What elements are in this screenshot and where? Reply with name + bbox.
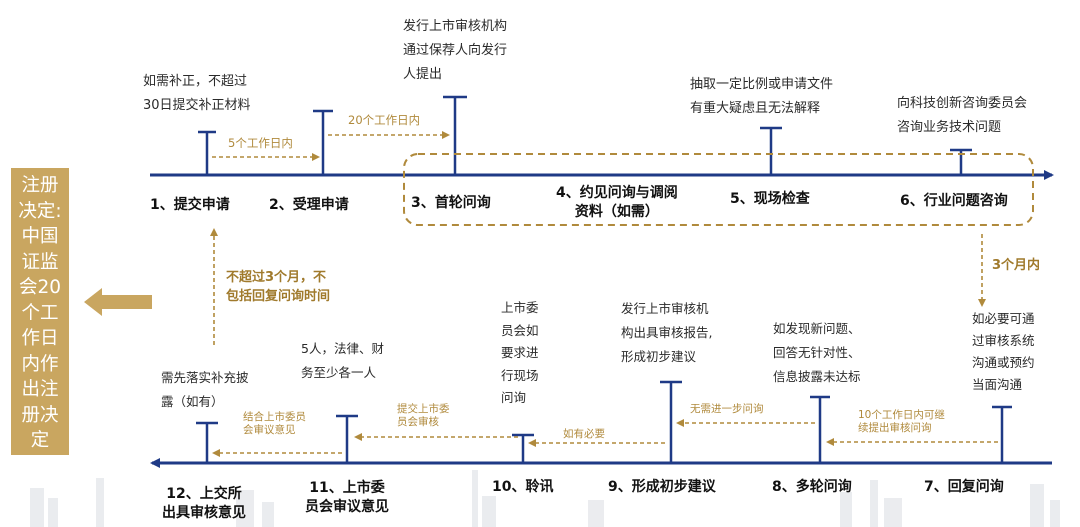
registration-decision-box (11, 168, 69, 455)
tick-step-1 (198, 130, 216, 175)
note-step-11: 5人，法律、财 务至少各一人 (301, 341, 384, 380)
tick-step-10 (512, 433, 534, 463)
inquiry-dashed-frame (403, 153, 1034, 226)
tick-step-12 (196, 421, 218, 463)
tick-step-9 (660, 380, 682, 463)
label-within-3-months: 不超过3个月，不 包括回复问询时间 (226, 270, 331, 304)
label-combine-committee-opinion: 结合上市委员 会审议意见 (243, 411, 306, 436)
note-step-12: 需先落实补充披 露（如有） (161, 370, 249, 409)
label-10-working-days: 10个工作日内可继 续提出审核问询 (858, 409, 945, 434)
tick-step-5 (760, 126, 782, 175)
step-11-committee-review: 11、上市委 员会审议意见 (305, 480, 389, 515)
tick-step-11 (336, 414, 358, 463)
step-7-reply-inquiry: 7、回复问询 (924, 479, 1004, 495)
label-no-further-inquiry: 无需进一步问询 (690, 403, 764, 415)
label-submit-to-committee: 提交上市委 员会审核 (397, 403, 450, 428)
tick-step-7 (992, 405, 1012, 463)
tick-step-3 (443, 95, 467, 175)
step-10-hearing: 10、聆讯 (492, 479, 554, 495)
step-6-industry-consult: 6、行业问题咨询 (900, 193, 1008, 209)
tick-step-8 (810, 395, 830, 463)
note-step-3: 发行上市审核机构 通过保荐人向发行 人提出 (403, 19, 508, 82)
tick-step-2 (313, 109, 333, 175)
step-12-sse-opinion: 12、上交所 出具审核意见 (162, 486, 246, 521)
step-2-accept: 2、受理申请 (269, 197, 349, 213)
label-5-working-days: 5个工作日内 (228, 136, 293, 150)
registration-decision-text: 注册 决定: 中国 证监 会20 个工 作日 内作 出注 册决 定 (18, 175, 62, 451)
step-5-onsite-inspection: 5、现场检查 (730, 191, 810, 207)
label-if-necessary: 如有必要 (563, 428, 605, 440)
note-step-8: 如发现新问题、 回答无针对性、 信息披露未达标 (773, 321, 861, 384)
step-9-preliminary-advice: 9、形成初步建议 (608, 479, 716, 495)
note-step-1: 如需补正，不超过 30日提交补正材料 (143, 74, 251, 113)
note-step-6: 向科技创新咨询委员会 咨询业务技术问题 (897, 96, 1028, 135)
note-step-5: 抽取一定比例或申请文件 有重大疑虑且无法解释 (690, 77, 834, 116)
step-3-first-inquiry: 3、首轮问询 (411, 195, 491, 211)
step-1-submit: 1、提交申请 (150, 197, 230, 213)
note-step-7: 如必要可通 过审核系统 沟通或预约 当面沟通 (972, 311, 1035, 392)
label-3-months: 3个月内 (992, 258, 1041, 273)
step-8-multi-round-inquiry: 8、多轮问询 (772, 479, 852, 495)
note-step-10: 上市委 员会如 要求进 行现场 问询 (501, 300, 539, 406)
label-20-working-days: 20个工作日内 (348, 113, 421, 127)
decision-arrow (84, 288, 152, 316)
step-4-interview: 4、约见问询与调阅 资料（如需） (556, 185, 678, 220)
note-step-9: 发行上市审核机 构出具审核报告, 形成初步建议 (621, 301, 713, 364)
